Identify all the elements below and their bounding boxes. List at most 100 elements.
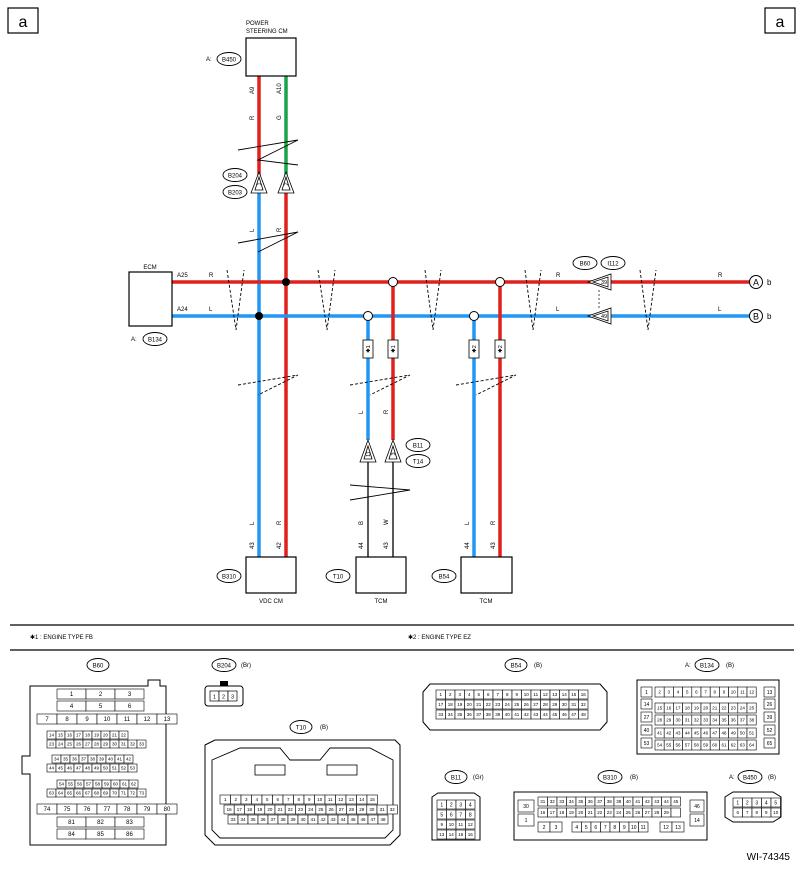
pin-cell bbox=[763, 686, 776, 698]
b204-pin: 3 bbox=[231, 695, 234, 701]
pin-number: 56 bbox=[675, 743, 681, 748]
b134-prefix: A: bbox=[685, 663, 691, 669]
pin-number: 16 bbox=[666, 706, 672, 711]
pin-number: 23 bbox=[731, 706, 737, 711]
pin-number: 11 bbox=[124, 717, 131, 723]
pin-cell bbox=[465, 829, 476, 840]
junction-open bbox=[388, 277, 398, 287]
b450-label: B450 bbox=[743, 776, 758, 782]
pin-number: 11 bbox=[458, 822, 463, 827]
right-color-l-1: L bbox=[556, 307, 560, 313]
pin-number: 41 bbox=[657, 731, 663, 736]
pin-number: 48 bbox=[581, 712, 587, 717]
right-conn-upper: B60 bbox=[580, 262, 591, 268]
pin-number: 15 bbox=[657, 706, 663, 711]
pin-number: 38 bbox=[607, 799, 613, 804]
pin-number: 31 bbox=[571, 702, 577, 707]
pin-number: 7 bbox=[45, 717, 49, 723]
pin-cell bbox=[640, 711, 653, 723]
pin-number: 4 bbox=[70, 704, 74, 710]
pin-number: 11 bbox=[328, 797, 333, 802]
pin-number: 33 bbox=[559, 799, 565, 804]
pin-number: 84 bbox=[68, 832, 75, 838]
pin-number: 12 bbox=[663, 825, 669, 831]
pin-cell bbox=[386, 804, 398, 815]
pin-number: 63 bbox=[740, 743, 746, 748]
pin-number: 19 bbox=[569, 810, 575, 815]
pin-number: 38 bbox=[280, 817, 286, 822]
pin-number: 7 bbox=[604, 825, 607, 831]
pin-cell bbox=[127, 763, 138, 773]
pin-number: 11 bbox=[641, 825, 646, 831]
note-box bbox=[362, 339, 374, 359]
note-fb: ✱1 : ENGINE TYPE FB bbox=[30, 634, 93, 641]
pin-number: 25 bbox=[67, 742, 73, 747]
tcm2-title: TCM bbox=[480, 599, 493, 605]
ecm-connector: B134 bbox=[148, 338, 163, 344]
wires bbox=[172, 76, 752, 557]
pin-number: 45 bbox=[350, 817, 356, 822]
pin-number: 45 bbox=[673, 799, 679, 804]
pin-number: 9 bbox=[623, 825, 626, 831]
pin-number: 14 bbox=[449, 832, 455, 837]
pin-number: 60 bbox=[113, 782, 119, 787]
t10-label: T10 bbox=[296, 726, 307, 732]
pin-number: 10 bbox=[631, 825, 637, 831]
pin-number: 3 bbox=[668, 690, 671, 695]
pin-number: 42 bbox=[524, 712, 530, 717]
pin-number: 21 bbox=[476, 702, 482, 707]
pin-number: 6 bbox=[450, 812, 453, 818]
pin-number: 46 bbox=[703, 731, 709, 736]
pin-number: 26 bbox=[76, 742, 82, 747]
pin-number: 12 bbox=[338, 797, 344, 802]
pin-number: 48 bbox=[721, 731, 727, 736]
break-marks bbox=[226, 139, 657, 501]
note-box bbox=[468, 339, 480, 359]
pin-number: 53 bbox=[644, 741, 650, 747]
pin-number: 2 bbox=[658, 690, 661, 695]
pin-number: 8 bbox=[755, 810, 758, 815]
pin-cell bbox=[640, 686, 653, 698]
right-conn-pin-39: 39 bbox=[601, 280, 607, 286]
pin-number: 64 bbox=[58, 791, 64, 796]
pin-number: 44 bbox=[49, 766, 55, 771]
pin-number: 35 bbox=[250, 817, 256, 822]
pin-number: 59 bbox=[104, 782, 110, 787]
pin-number: 19 bbox=[94, 733, 100, 738]
pin-cell bbox=[770, 807, 781, 818]
pin-number: 10 bbox=[524, 692, 530, 697]
pin-number: 71 bbox=[121, 791, 127, 796]
pin-number: 36 bbox=[72, 757, 78, 762]
splice-pin-2: 2 bbox=[284, 182, 290, 185]
pin-cell bbox=[763, 737, 776, 749]
pin-number: 18 bbox=[247, 807, 253, 812]
pin-number: 29 bbox=[666, 718, 672, 723]
pin-number: 34 bbox=[712, 718, 718, 723]
pin-number: 78 bbox=[124, 807, 131, 813]
pin-number: 18 bbox=[448, 702, 454, 707]
pin-number: 39 bbox=[495, 712, 501, 717]
pin-number: 50 bbox=[740, 731, 746, 736]
pin-number: 43 bbox=[330, 817, 336, 822]
pin-number: 34 bbox=[569, 799, 575, 804]
pin-number: 25 bbox=[318, 807, 324, 812]
pin-number: 21 bbox=[278, 807, 284, 812]
pin-number: 81 bbox=[68, 820, 75, 826]
pin-number: 47 bbox=[76, 766, 82, 771]
tcm1-color-w: W bbox=[384, 519, 390, 525]
note-box bbox=[494, 339, 506, 359]
t10-wire-color-r: R bbox=[384, 409, 390, 414]
pin-number: 9 bbox=[308, 797, 311, 802]
pin-cell bbox=[114, 816, 145, 828]
pin-number: 9 bbox=[515, 692, 518, 697]
pin-number: 13 bbox=[349, 797, 355, 802]
pin-number: 52 bbox=[767, 728, 773, 734]
pin-number: 16 bbox=[468, 832, 474, 837]
pin-number: 12 bbox=[543, 692, 549, 697]
ps-title-1: POWER bbox=[246, 21, 269, 27]
pin-number: 31 bbox=[380, 807, 386, 812]
pin-number: 23 bbox=[607, 810, 613, 815]
